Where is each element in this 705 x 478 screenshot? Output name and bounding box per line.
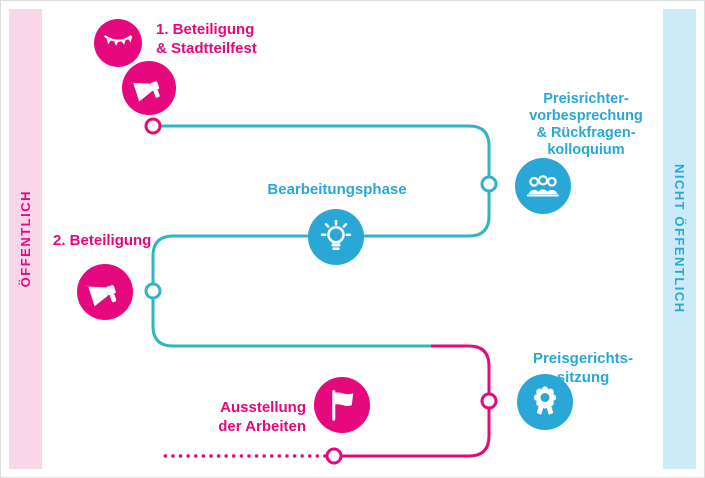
label-preisgericht: Preisgerichts- sitzung	[532, 350, 634, 386]
preisrichter-icon-group	[515, 158, 571, 214]
node-beteiligung2	[144, 282, 162, 300]
bearbeitungsphase-icon-group	[308, 209, 364, 265]
people-circle	[515, 158, 571, 214]
ausstellung-icon-group	[314, 377, 370, 433]
label-preisrichter: Preisrichter- vorbesprechung & Rückfrage…	[529, 91, 643, 159]
label-beteiligung1: 1. Beteiligung & Stadtteilfest	[156, 21, 257, 57]
node-ausstellung	[325, 447, 343, 465]
node-preisrichter	[480, 175, 498, 193]
non-public-sidebar: NICHT ÖFFENTLICH	[663, 9, 696, 469]
beteiligung2-icon-group	[77, 264, 133, 320]
label-ausstellung: Ausstellung der Arbeiten	[218, 399, 306, 435]
bunting-circle	[94, 19, 142, 67]
flag-circle	[314, 377, 370, 433]
label-beteiligung2: 2. Beteiligung	[53, 232, 152, 249]
non-public-sidebar-label: NICHT ÖFFENTLICH	[672, 164, 687, 314]
step1-icon-group	[94, 19, 176, 115]
node-beteiligung1	[144, 117, 162, 135]
preisgericht-icon-group	[517, 374, 573, 430]
label-bearbeitungsphase: Bearbeitungsphase	[267, 181, 407, 198]
node-preisgericht	[480, 392, 498, 410]
lightbulb-circle	[308, 209, 364, 265]
public-sidebar: ÖFFENTLICH	[9, 9, 42, 469]
